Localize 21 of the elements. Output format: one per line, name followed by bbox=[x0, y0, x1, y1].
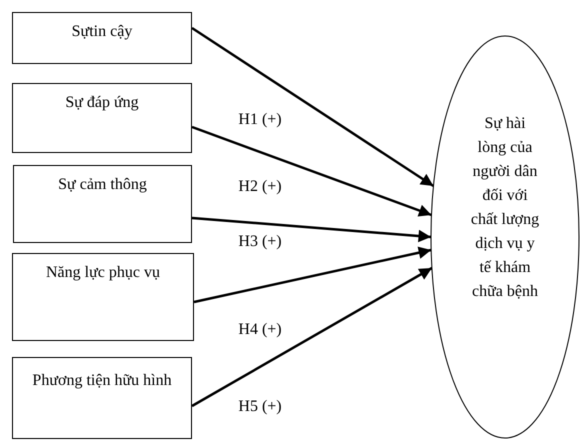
factor-box bbox=[12, 357, 192, 439]
arrow bbox=[194, 246, 432, 304]
edge-label: H4 (+) bbox=[237, 321, 283, 339]
arrow bbox=[192, 126, 432, 217]
edge-label: H3 (+) bbox=[237, 233, 283, 251]
factor-label: Sự cảm thông bbox=[58, 175, 147, 195]
factor-label: Sựtin cậy bbox=[72, 22, 132, 42]
arrow bbox=[191, 266, 432, 408]
factor-box bbox=[12, 12, 192, 64]
edge-label: H2 (+) bbox=[237, 178, 283, 196]
factor-label: Sự đáp ứng bbox=[65, 93, 139, 113]
factor-box bbox=[13, 165, 192, 243]
factor-box bbox=[12, 253, 194, 341]
outcome-label: Sự hài lòng của người dân đối với chất lượng dịch vụ y tế khám chữa bệnh bbox=[470, 114, 540, 302]
arrow bbox=[191, 26, 434, 188]
factor-box bbox=[12, 83, 192, 153]
arrow bbox=[192, 216, 432, 242]
edge-label: H1 (+) bbox=[237, 111, 283, 129]
edge-label: H5 (+) bbox=[237, 398, 283, 416]
factor-label: Năng lực phục vụ bbox=[46, 263, 160, 283]
factor-label: Phương tiện hữu hình bbox=[32, 371, 172, 391]
